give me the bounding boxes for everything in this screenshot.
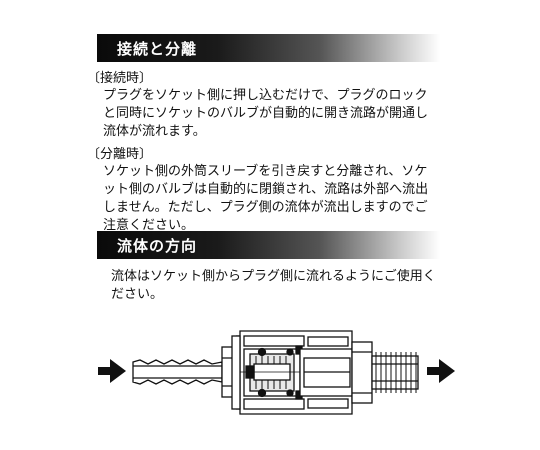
connect-line-1: プラグをソケット側に押し込むだけで、プラグのロック: [103, 88, 428, 103]
section-heading-flow-direction: 流体の方向: [97, 231, 440, 259]
separate-line-2: ット側のバルブは自動的に閉鎖され、流路は外部へ流出: [103, 182, 429, 197]
section-heading-text: 接続と分離: [117, 40, 198, 58]
separate-line-1: ソケット側の外筒スリーブを引き戻すと分離され、ソケ: [103, 164, 428, 179]
flow-line-1: 流体はソケット側からプラグ側に流れるようにご使用く: [111, 269, 436, 284]
separate-label: 〔分離時〕: [87, 147, 153, 162]
connect-line-2: と同時にソケットのバルブが自動的に開き流路が開通し: [103, 106, 429, 121]
flow-in-arrow-icon: [98, 359, 126, 383]
separate-line-3: しません。ただし、プラグ側の流体が流出しますのでご: [103, 200, 428, 215]
section-heading-connect-separate: 接続と分離: [97, 34, 440, 62]
coupler-body: [132, 330, 419, 415]
separate-line-4: 注意ください。: [103, 218, 195, 233]
flow-line-2: ださい。: [111, 287, 164, 302]
section-heading-text: 流体の方向: [117, 237, 198, 255]
flow-out-arrow-icon: [427, 359, 455, 383]
connect-line-3: 流体が流れます。: [103, 124, 206, 139]
connect-label: 〔接続時〕: [87, 71, 153, 86]
